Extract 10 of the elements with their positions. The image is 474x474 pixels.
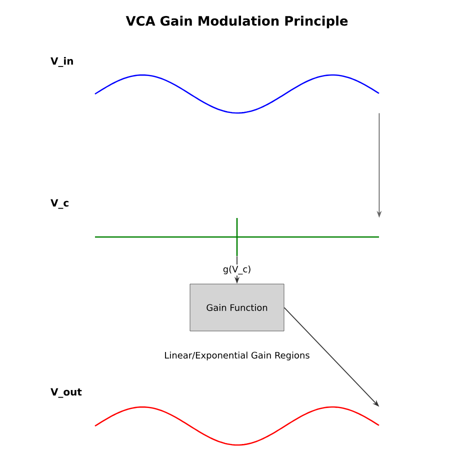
title: VCA Gain Modulation Principle <box>126 16 348 28</box>
wave-drawing <box>94 74 380 114</box>
edge-label: g(V_c) <box>223 266 250 274</box>
process-box: Gain Function <box>190 284 284 332</box>
signal-label: V_out <box>50 388 82 398</box>
line-drawing <box>95 218 379 256</box>
wave-drawing <box>94 406 380 446</box>
signal-label: V_in <box>50 57 73 67</box>
signal-label: V_c <box>50 199 68 209</box>
note: Linear/Exponential Gain Regions <box>165 352 310 360</box>
